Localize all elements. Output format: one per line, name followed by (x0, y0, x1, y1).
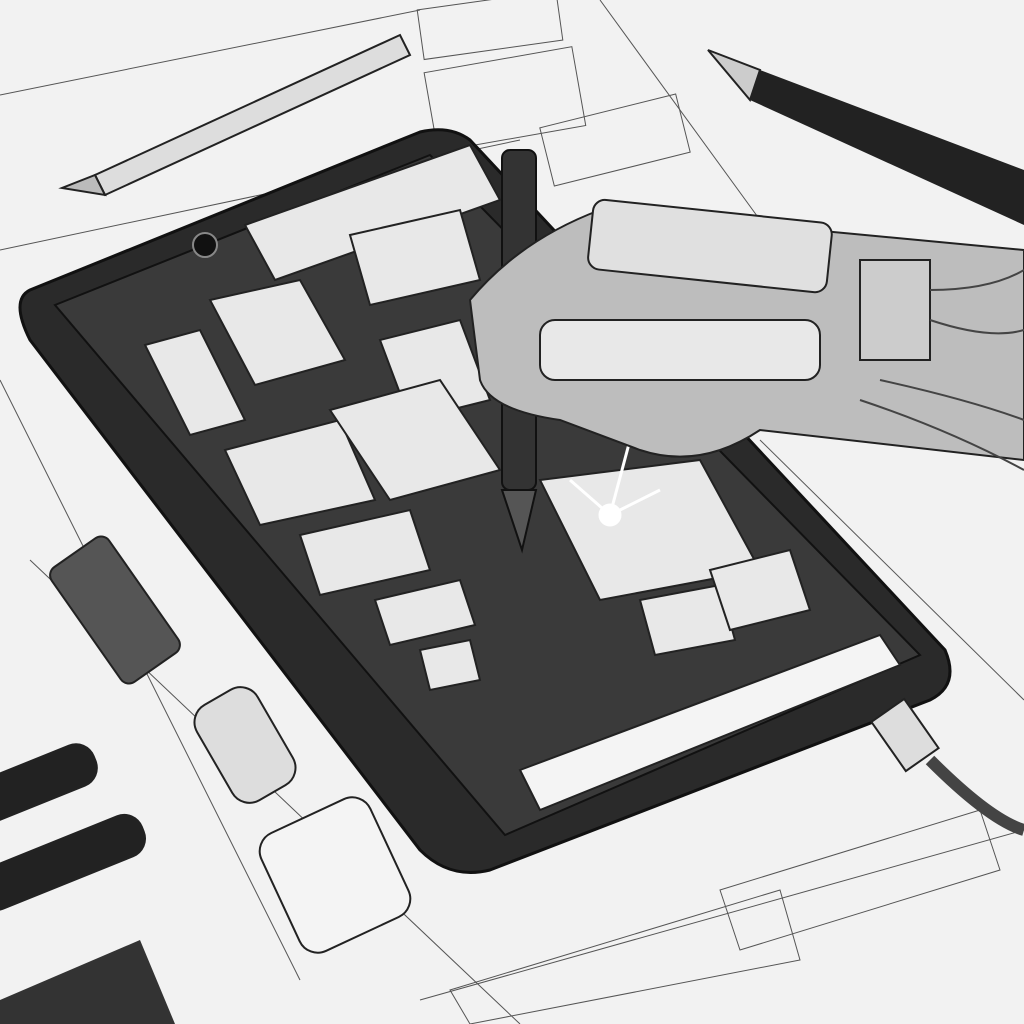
cable-icon (870, 697, 1024, 836)
marker-icon (0, 743, 175, 1024)
robotic-hand-icon (468, 198, 1024, 471)
pencil-icon (58, 33, 412, 197)
smartphone-icon (18, 128, 952, 874)
camera-icon (192, 232, 218, 258)
pencil-icon (707, 49, 1024, 225)
capacitor-icon (49, 535, 412, 954)
chip-components (143, 143, 902, 812)
spark-icon (569, 439, 661, 527)
